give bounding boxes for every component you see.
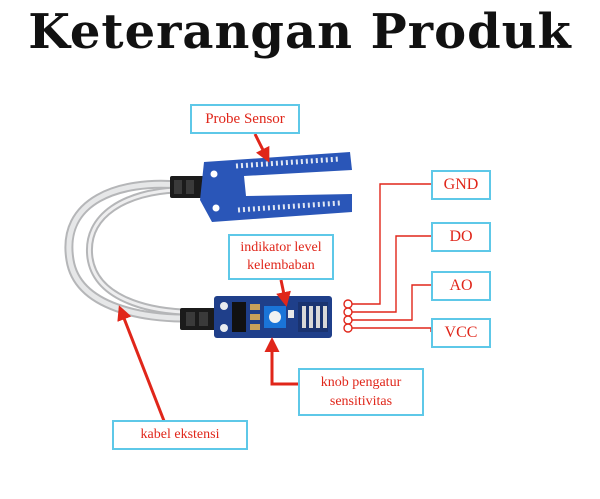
sensitivity-knob-label-line1: knob pengatur <box>320 375 402 390</box>
pin-label-vcc: VCC <box>431 318 491 348</box>
board-connector <box>180 308 220 330</box>
sensitivity-knob-label-line2: sensitivitas <box>329 394 393 409</box>
callout-arrows <box>117 133 298 427</box>
pin-label-ao: AO <box>431 271 491 301</box>
level-indicator-label: indikator level kelembaban <box>228 234 334 280</box>
control-board <box>214 296 332 338</box>
probe-connector <box>170 176 204 198</box>
pin-label-gnd: GND <box>431 170 491 200</box>
page-title: Keterangan Produk <box>28 4 572 60</box>
probe-sensor <box>200 152 352 222</box>
sensitivity-knob-label: knob pengatur sensitivitas <box>298 368 424 416</box>
extension-cable <box>64 179 187 323</box>
extension-cable-label: kabel ekstensi <box>112 420 248 450</box>
pin-callout-lines <box>343 183 432 333</box>
level-indicator-label-line2: kelembaban <box>247 258 315 273</box>
pin-label-do: DO <box>431 222 491 252</box>
probe-sensor-label: Probe Sensor <box>190 104 300 134</box>
level-indicator-label-line1: indikator level <box>240 240 322 255</box>
